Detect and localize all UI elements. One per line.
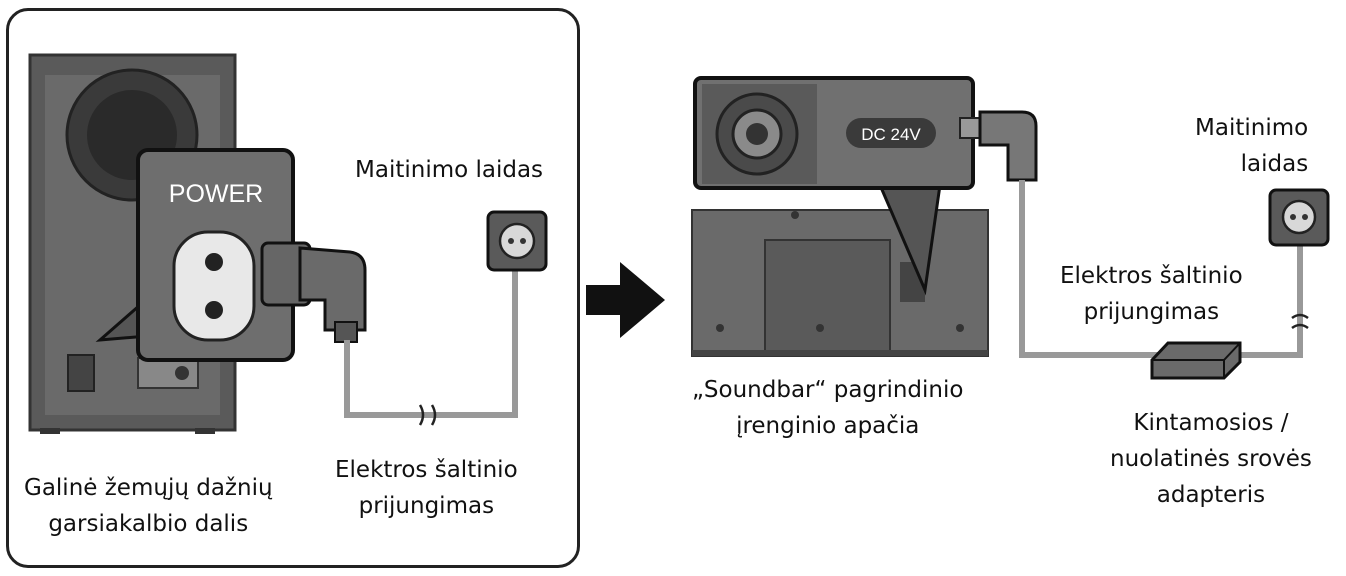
arrow-right-icon [586, 262, 665, 338]
adapter-icon [1150, 341, 1242, 380]
soundbar-bottom-label: „Soundbar“ pagrindinio įrenginio apačia [692, 377, 964, 439]
power-outlet-label-right: Elektros šaltinio prijungimas [1060, 263, 1243, 325]
power-cord-label: Maitinimo laidas [355, 157, 544, 183]
soundbar-icon [691, 209, 989, 357]
power-socket-icon [136, 148, 295, 362]
wall-outlet-icon [1268, 188, 1330, 247]
subwoofer-rear-label: Galinė žemųjų dažnių garsiakalbio dalis [24, 475, 273, 537]
dc-label: DC 24V [861, 125, 921, 144]
dc-jack-inset [693, 76, 975, 190]
adapter-label: Kintamosios / nuolatinės srovės adapteri… [1110, 410, 1312, 508]
power-plug-icon [260, 241, 367, 343]
power-cord-label-right: Maitinimo laidas [1195, 115, 1309, 177]
dc-plug-icon [959, 110, 1038, 182]
power-label: POWER [169, 180, 263, 208]
power-outlet-label: Elektros šaltinio prijungimas [335, 457, 518, 519]
wall-outlet-icon [486, 210, 548, 272]
